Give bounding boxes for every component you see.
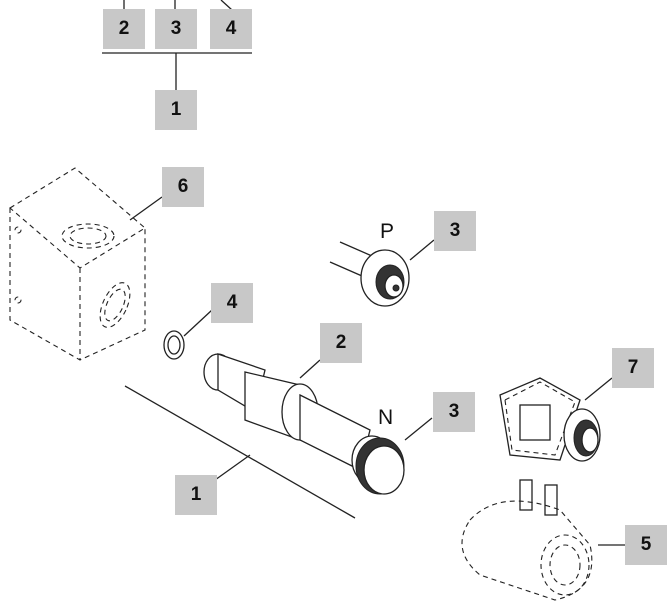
- callout-tree-1: 1: [155, 90, 197, 130]
- callout-valve-body: 6: [162, 167, 204, 207]
- port-letter-n: N: [378, 406, 394, 429]
- seal-ring-drawing: [163, 309, 213, 360]
- callout-port-plug-n: 3: [433, 392, 475, 432]
- callout-cartridge: 2: [320, 323, 362, 363]
- cartridge-valve-drawing: [203, 353, 405, 495]
- connector-drawing: [499, 377, 613, 462]
- callout-tree-3: 3: [155, 9, 197, 49]
- callout-seal: 4: [211, 283, 253, 323]
- port-letter-p: P: [380, 220, 395, 243]
- coil-drawing: [461, 479, 625, 601]
- callout-tree-lines: [102, 0, 252, 90]
- port-plug-n-leader: [404, 417, 433, 441]
- callout-tree-4: 4: [210, 9, 252, 49]
- callout-port-plug-p: 3: [434, 211, 476, 251]
- assembly-axis-line: [124, 385, 356, 519]
- callout-tree-2: 2: [103, 9, 145, 49]
- callout-coil: 5: [625, 525, 667, 565]
- callout-connector: 7: [612, 348, 654, 388]
- callout-assembly: 1: [175, 475, 217, 515]
- valve-body-outline: [9, 167, 163, 361]
- port-plug-p-drawing: [329, 239, 435, 307]
